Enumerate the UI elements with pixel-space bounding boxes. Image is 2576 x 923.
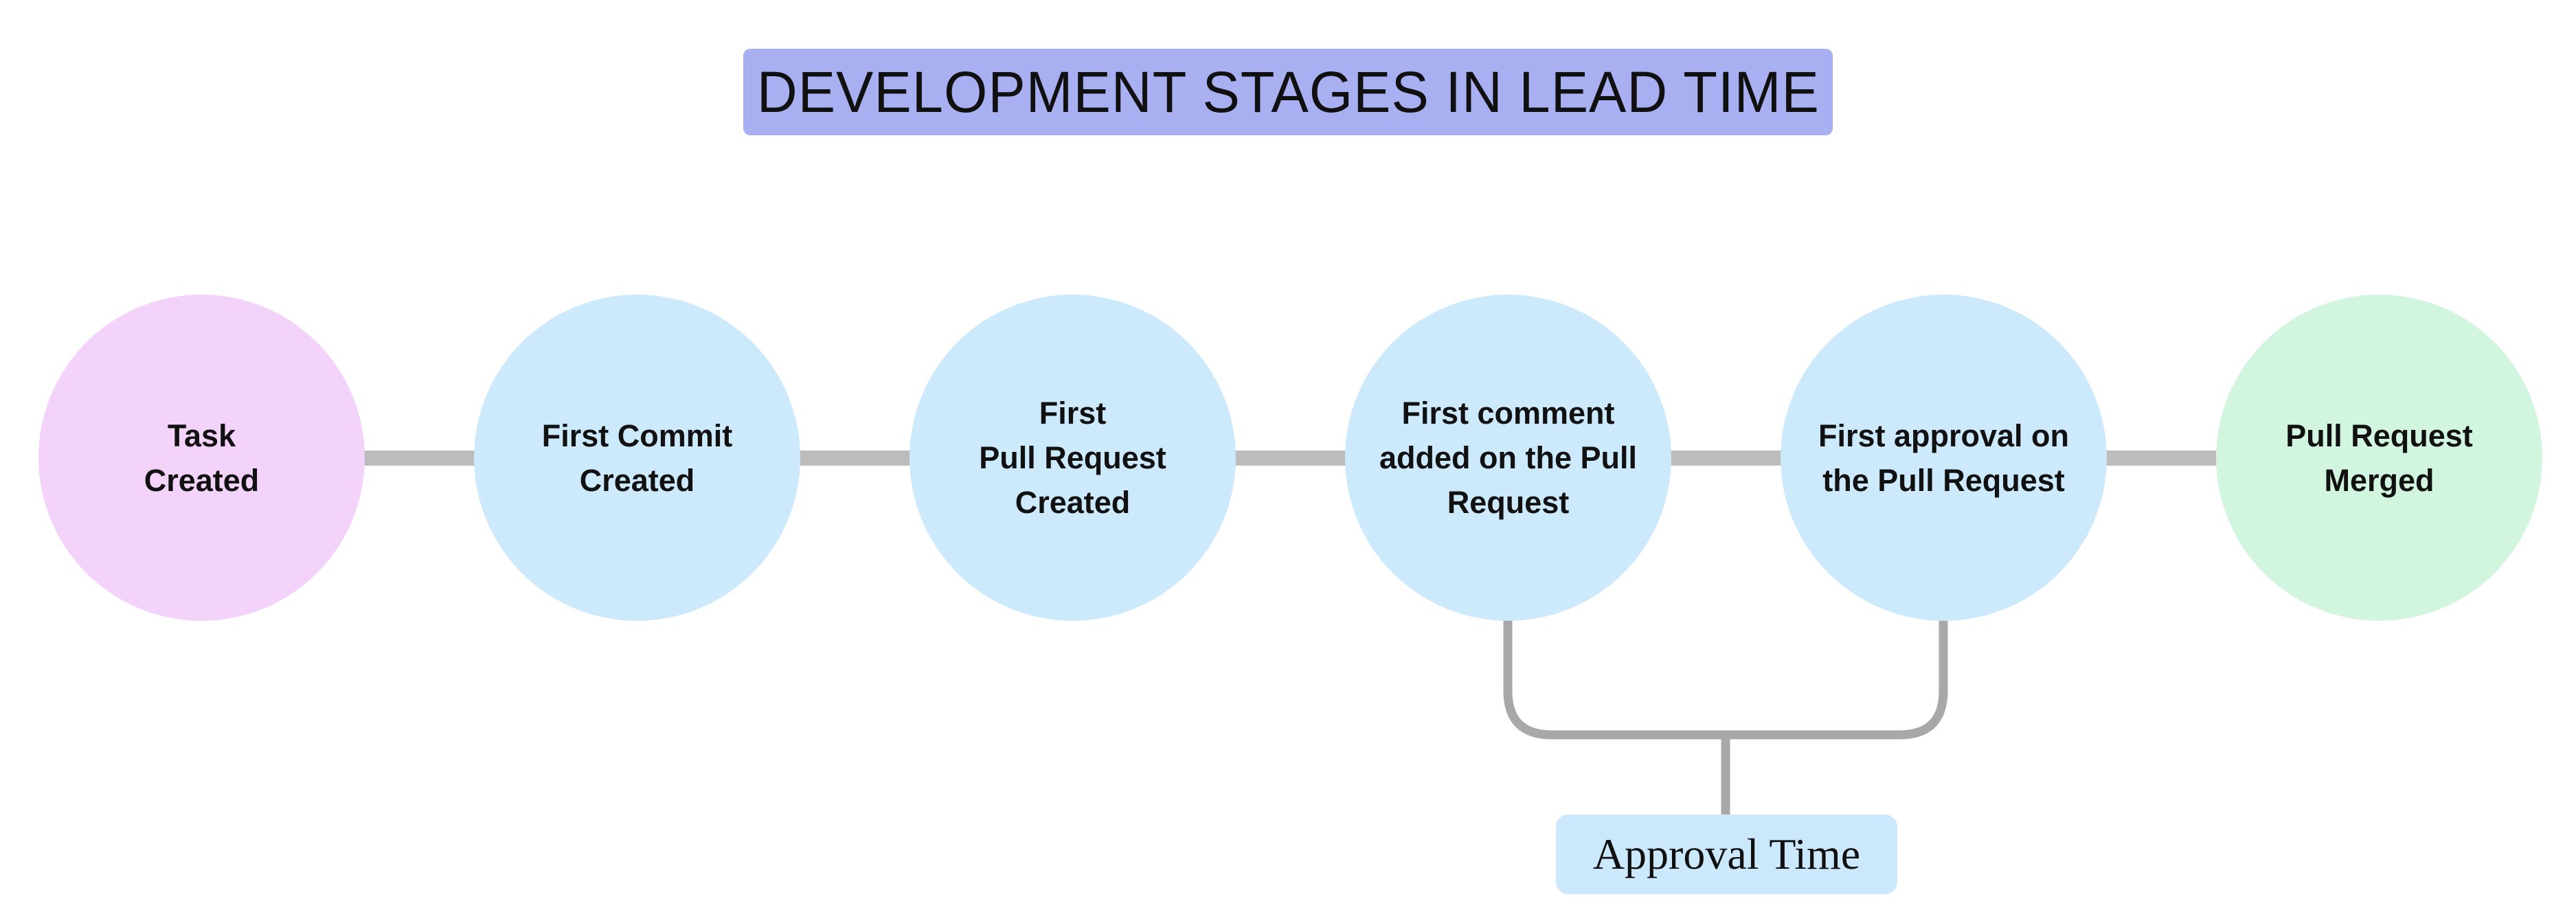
- stage-first-approval: First approval on the Pull Request: [1781, 295, 2107, 621]
- stage-first-commit-created: First Commit Created: [474, 295, 800, 621]
- stage-task-created: Task Created: [38, 295, 365, 621]
- stage-label: First comment added on the Pull Request: [1379, 396, 1637, 520]
- stage-first-comment-added: First comment added on the Pull Request: [1345, 295, 1671, 621]
- approval-time-label: Approval Time: [1592, 830, 1861, 878]
- stage-label: First Pull Request Created: [979, 396, 1166, 520]
- stage-label: First Commit Created: [541, 418, 733, 498]
- stage-label: First approval on the Pull Request: [1818, 418, 2070, 498]
- approval-bracket: [1503, 597, 1948, 740]
- diagram-title: DEVELOPMENT STAGES IN LEAD TIME: [756, 59, 1820, 124]
- stage-pull-request-merged: Pull Request Merged: [2216, 295, 2542, 621]
- stage-label: Pull Request Merged: [2285, 418, 2473, 498]
- approval-time-badge: Approval Time: [1556, 814, 1897, 894]
- stage-first-pull-request-created: First Pull Request Created: [909, 295, 1236, 621]
- stage-label: Task Created: [144, 418, 260, 498]
- title-box: DEVELOPMENT STAGES IN LEAD TIME: [743, 49, 1833, 135]
